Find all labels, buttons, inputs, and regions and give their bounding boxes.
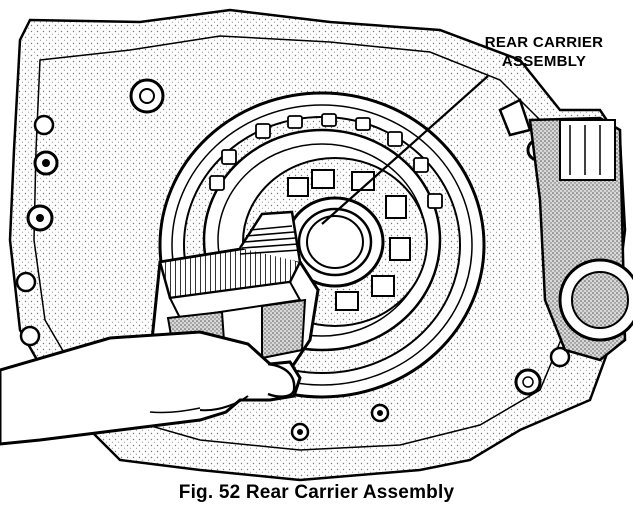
hub-lugs [287,169,411,311]
callout-line-2: ASSEMBLY [502,53,586,70]
callout-leader-line [321,75,489,225]
bolt-boss-upper-left [129,78,165,114]
bolt-boss-right-4 [514,368,542,396]
figure-caption: Fig. 52 Rear Carrier Assembly [178,482,455,503]
bolt-boss-left-1 [33,114,55,136]
callout-line-1: REAR CARRIER [485,34,604,51]
carrier-shaft [239,225,301,255]
bolt-boss-lower-2 [370,403,390,423]
bolt-boss-right-3 [549,346,571,368]
bolt-boss-left-4 [15,271,37,293]
right-housing [498,98,633,362]
bolt-boss-left-5 [19,325,41,347]
callout-label: REAR CARRIER ASSEMBLY [485,34,604,70]
bolt-boss-lower-1 [290,422,310,442]
bolt-boss-left-2 [33,150,59,176]
bolt-boss-left-3 [26,204,54,232]
plate-tabs [209,113,443,209]
technician-hand [0,330,302,446]
